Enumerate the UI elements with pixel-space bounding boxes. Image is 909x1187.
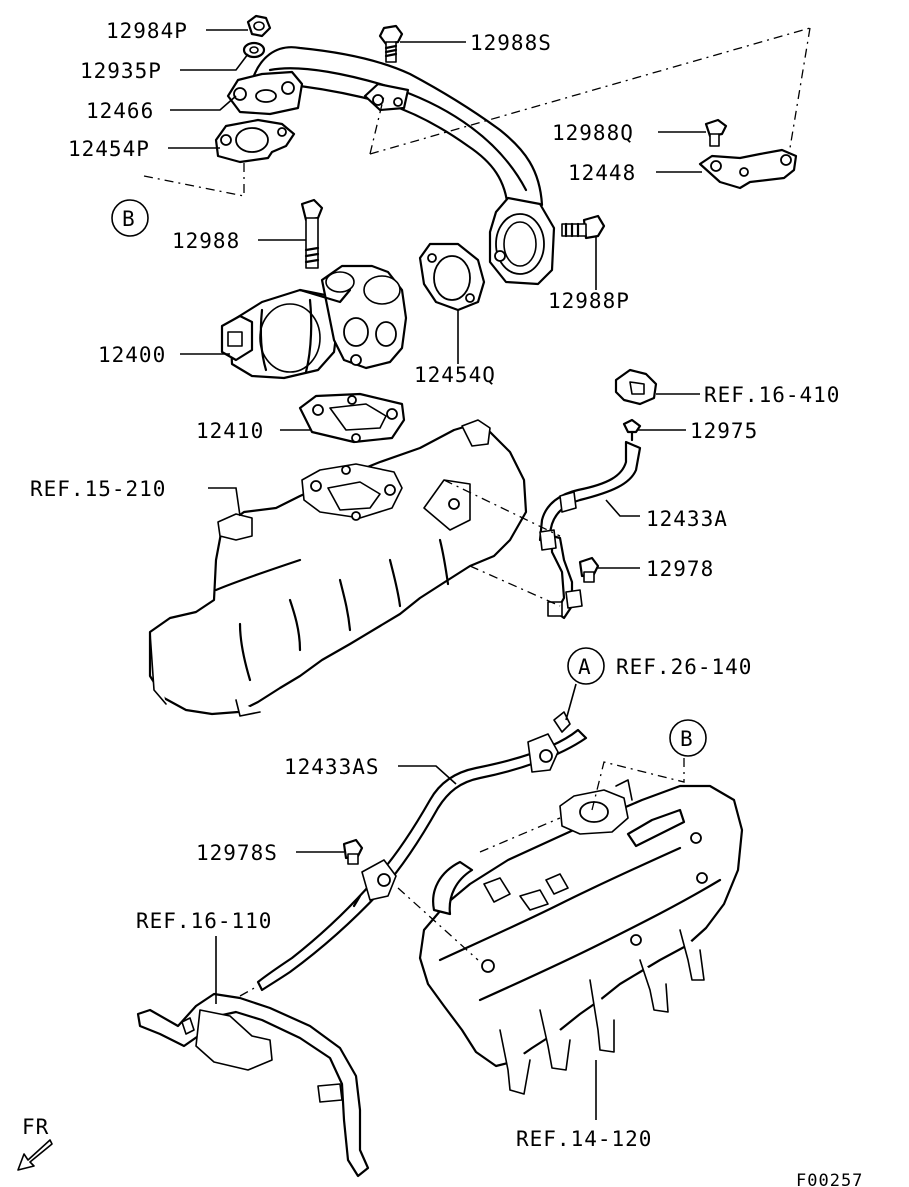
label-ref-16-110: REF.16-110 bbox=[136, 909, 272, 933]
label-12988S: 12988S bbox=[470, 31, 552, 55]
bracket-12448 bbox=[698, 148, 798, 190]
bolt-12978 bbox=[578, 556, 600, 583]
label-ref-16-410: REF.16-410 bbox=[704, 383, 840, 407]
label-12400: 12400 bbox=[98, 343, 166, 367]
label-12978S: 12978S bbox=[196, 841, 278, 865]
callout-a-text: A bbox=[578, 655, 592, 679]
callout-b-top-text: B bbox=[122, 207, 136, 231]
gasket-12454Q bbox=[418, 242, 486, 312]
gasket-12454P bbox=[214, 118, 296, 164]
label-12988P: 12988P bbox=[548, 289, 630, 313]
front-label: FR bbox=[22, 1115, 49, 1139]
label-12454Q: 12454Q bbox=[414, 363, 496, 387]
cooling-pipe-12433AS bbox=[256, 711, 588, 992]
washer-12935P bbox=[242, 41, 266, 59]
label-12433AS: 12433AS bbox=[284, 755, 380, 779]
bolt-12988 bbox=[300, 198, 324, 269]
egr-valve-12400 bbox=[220, 264, 408, 380]
exhaust-manifold-ref-15-210 bbox=[148, 419, 528, 717]
label-12988Q: 12988Q bbox=[552, 121, 634, 145]
egr-pipe-12466 bbox=[226, 46, 556, 286]
bracket-ref-16-410 bbox=[614, 368, 658, 406]
label-12978: 12978 bbox=[646, 557, 714, 581]
bolt-12988Q bbox=[704, 118, 728, 147]
clip-12975 bbox=[622, 418, 642, 442]
coolant-hose-ref-16-110 bbox=[136, 992, 370, 1178]
cooling-pipe-12433A bbox=[538, 440, 642, 620]
label-12448: 12448 bbox=[568, 161, 636, 185]
label-ref-14-120: REF.14-120 bbox=[516, 1127, 652, 1151]
label-12975: 12975 bbox=[690, 419, 758, 443]
figure-code: F00257 bbox=[796, 1171, 863, 1187]
label-12984P: 12984P bbox=[106, 19, 188, 43]
bolt-12978S bbox=[342, 838, 364, 865]
bolt-12988P bbox=[561, 214, 606, 240]
leader-lines bbox=[168, 29, 706, 1120]
intake-manifold-ref-14-120 bbox=[418, 779, 744, 1095]
gasket-12410 bbox=[298, 392, 406, 444]
label-12466: 12466 bbox=[86, 99, 154, 123]
front-direction-arrow: FR bbox=[17, 1115, 53, 1171]
dashed-assembly-lines bbox=[143, 27, 811, 997]
label-12410: 12410 bbox=[196, 419, 264, 443]
bolt-12988S bbox=[378, 24, 404, 63]
label-12935P: 12935P bbox=[80, 59, 162, 83]
label-ref-15-210: REF.15-210 bbox=[30, 477, 166, 501]
label-12433A: 12433A bbox=[646, 507, 728, 531]
callout-b-bottom-text: B bbox=[680, 727, 694, 751]
label-12454P: 12454P bbox=[68, 137, 150, 161]
callout-b-top: B bbox=[111, 199, 149, 237]
label-12988: 12988 bbox=[172, 229, 240, 253]
callout-a: A bbox=[567, 647, 605, 685]
nut-12984P bbox=[246, 14, 272, 38]
label-ref-26-140: REF.26-140 bbox=[616, 655, 752, 679]
callout-b-bottom: B bbox=[669, 719, 707, 757]
